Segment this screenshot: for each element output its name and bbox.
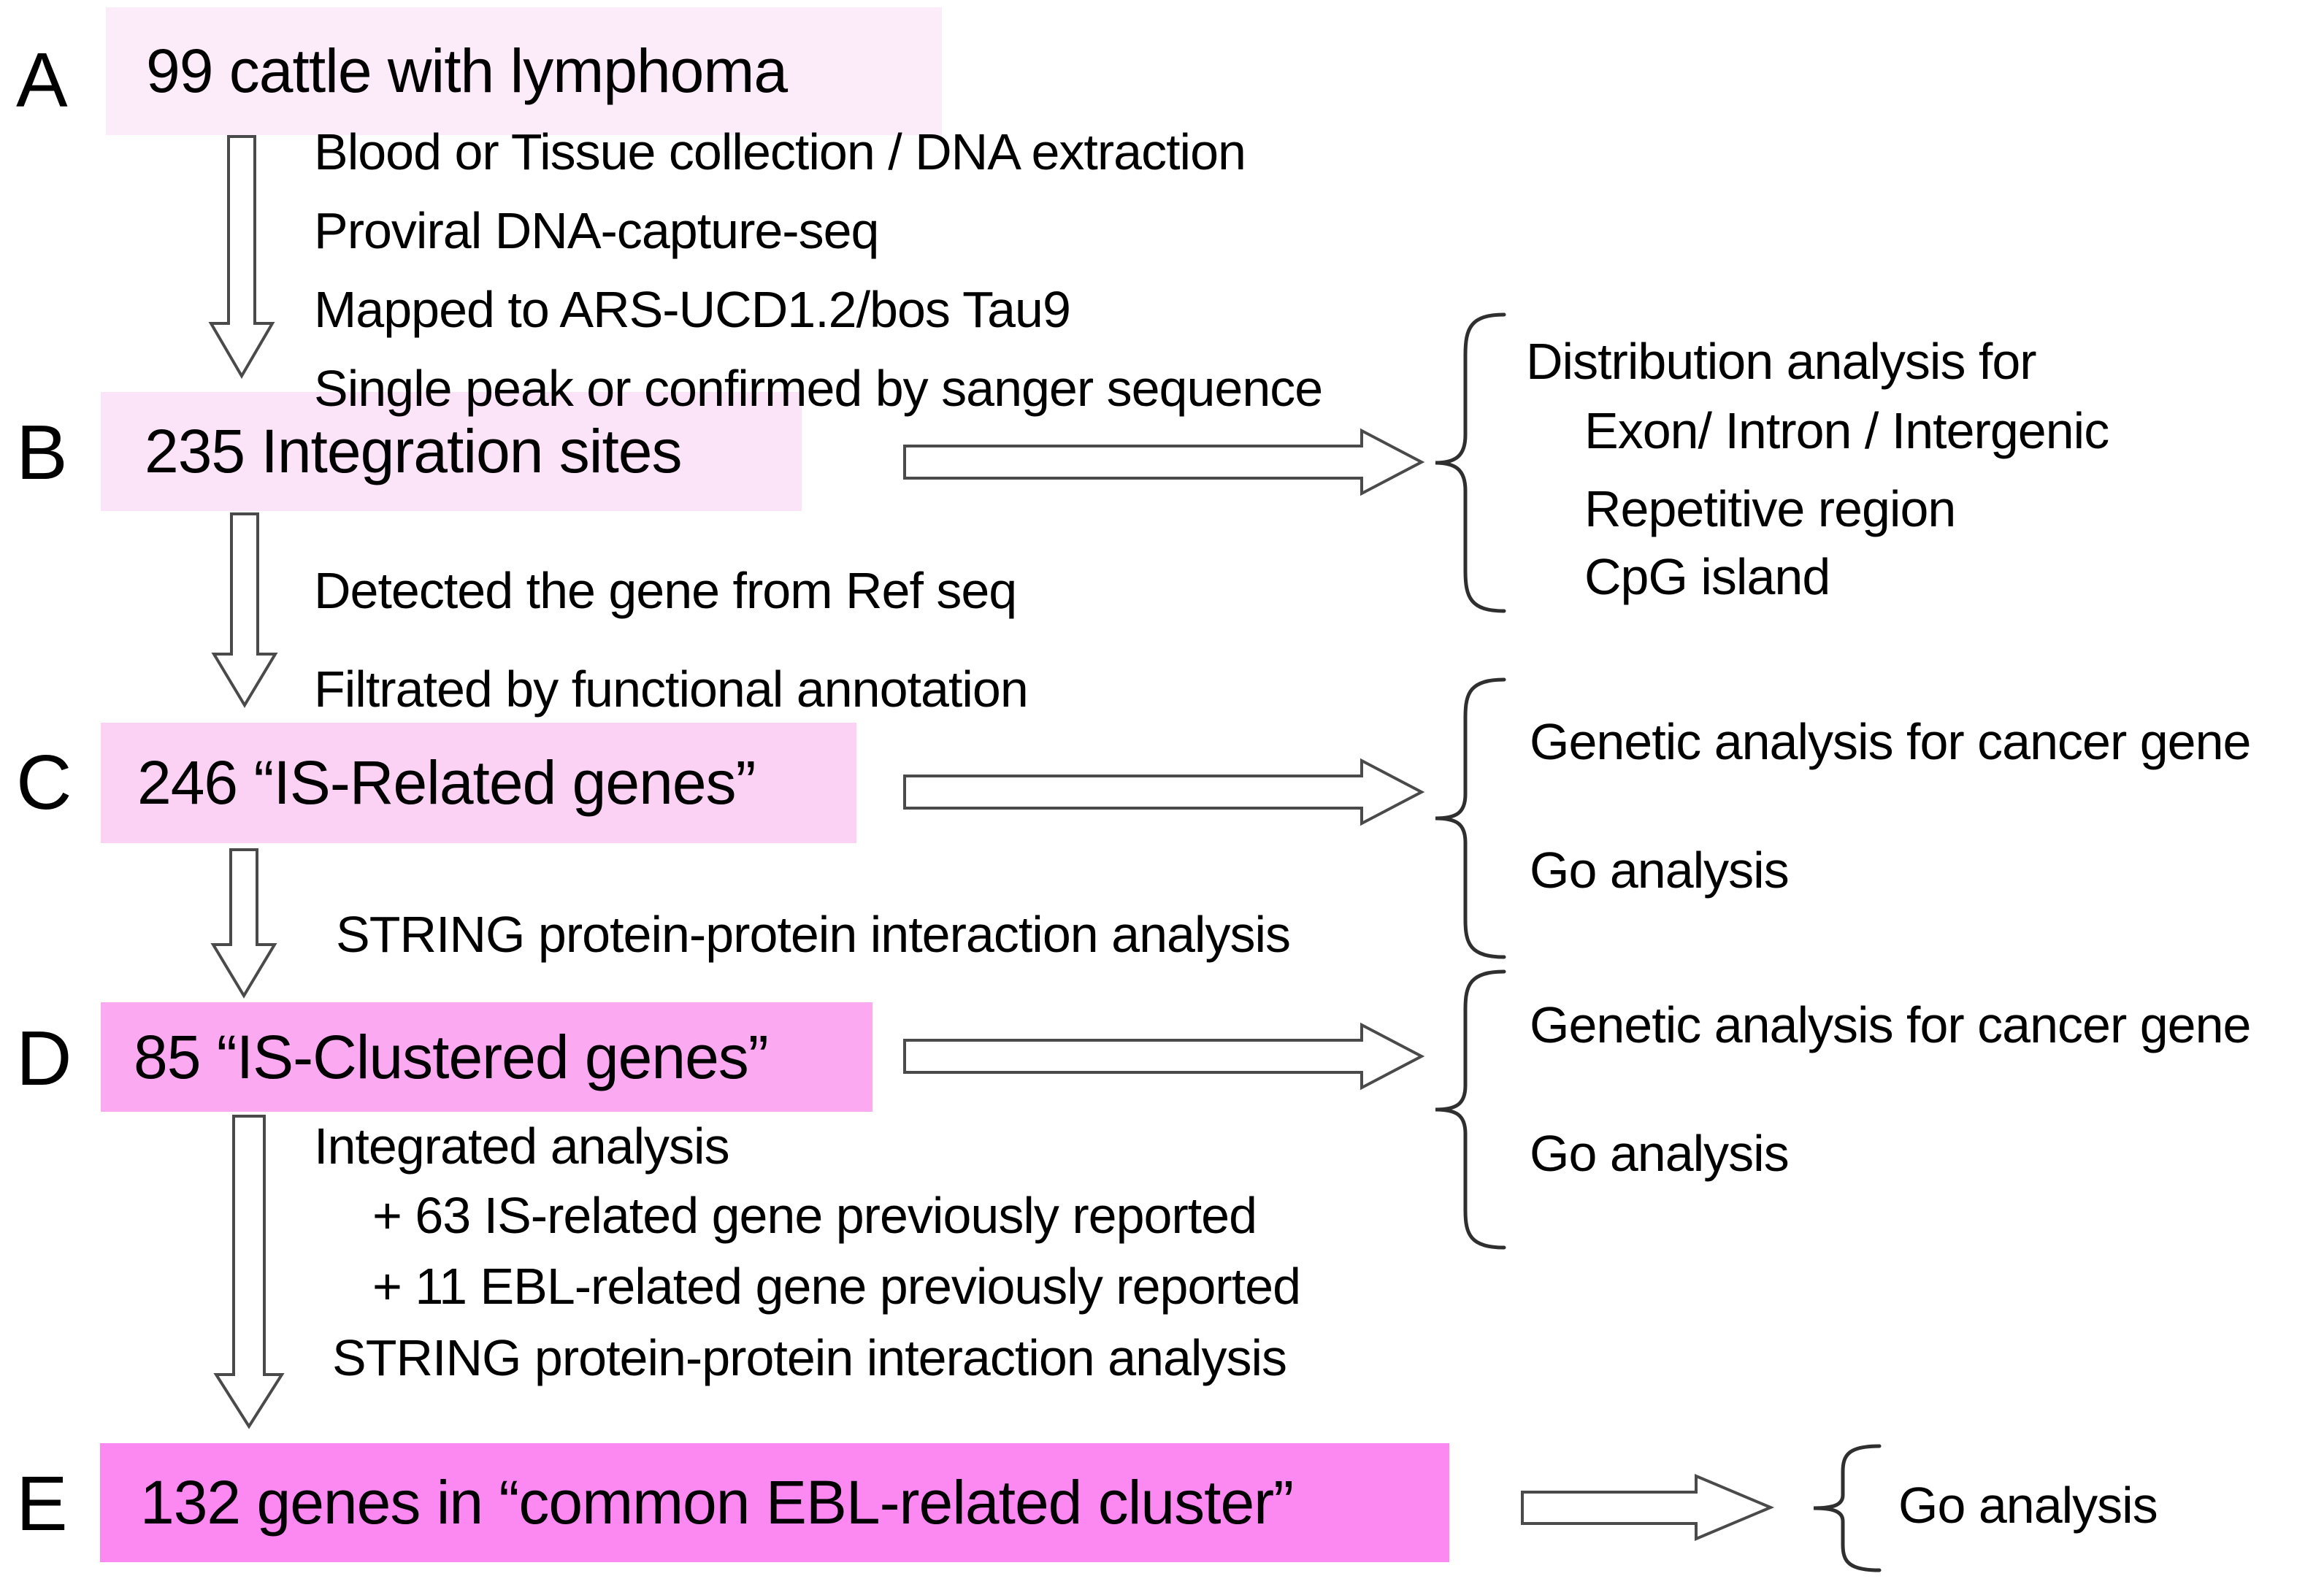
branch-b-item: Exon/ Intron / Intergenic xyxy=(1584,402,2109,459)
stage-box-a: 99 cattle with lymphoma xyxy=(106,7,942,135)
arrow-right-b-icon xyxy=(903,428,1425,496)
stage-box-e-label: 132 genes in “common EBL-related cluster… xyxy=(140,1468,1294,1537)
branch-b-title: Distribution analysis for xyxy=(1526,333,2037,390)
arrow-down-c-to-d-icon xyxy=(210,848,277,999)
stage-box-d: 85 “IS-Clustered genes” xyxy=(101,1002,873,1112)
step-note: STRING protein-protein interaction analy… xyxy=(332,1329,1287,1386)
branch-c-item: Genetic analysis for cancer gene xyxy=(1530,713,2251,770)
branch-d-item: Go analysis xyxy=(1530,1125,1790,1182)
branch-b-item: CpG island xyxy=(1584,548,1830,605)
step-note: Detected the gene from Ref seq xyxy=(314,562,1017,619)
arrow-right-c-icon xyxy=(903,758,1425,826)
stage-box-b: 235 Integration sites xyxy=(101,392,802,511)
arrow-right-d-icon xyxy=(903,1022,1425,1091)
brace-d-icon xyxy=(1435,969,1506,1250)
arrow-down-b-to-c-icon xyxy=(211,512,278,708)
arrow-down-a-to-b-icon xyxy=(208,135,275,379)
stage-box-c-label: 246 “IS-Related genes” xyxy=(137,748,756,817)
stage-box-d-label: 85 “IS-Clustered genes” xyxy=(134,1022,769,1091)
stage-box-c: 246 “IS-Related genes” xyxy=(101,723,856,843)
step-note: STRING protein-protein interaction analy… xyxy=(336,906,1291,963)
arrow-right-e-icon xyxy=(1521,1473,1775,1542)
brace-c-icon xyxy=(1435,677,1506,959)
arrow-down-d-to-e-icon xyxy=(213,1115,285,1429)
stage-box-e: 132 genes in “common EBL-related cluster… xyxy=(100,1443,1449,1562)
stage-box-b-label: 235 Integration sites xyxy=(145,417,682,485)
branch-c-item: Go analysis xyxy=(1530,842,1790,899)
step-note: + 63 IS-related gene previously reported xyxy=(372,1187,1257,1244)
branch-e-item: Go analysis xyxy=(1898,1477,2158,1534)
step-note: Integrated analysis xyxy=(314,1118,730,1175)
stage-letter-c: C xyxy=(16,739,72,826)
stage-box-a-label: 99 cattle with lymphoma xyxy=(146,36,788,105)
stage-letter-d: D xyxy=(16,1015,72,1102)
stage-letter-b: B xyxy=(16,410,68,496)
branch-b-item: Repetitive region xyxy=(1584,480,1956,537)
stage-letter-a: A xyxy=(16,37,68,123)
branch-d-item: Genetic analysis for cancer gene xyxy=(1530,996,2251,1053)
brace-e-icon xyxy=(1813,1444,1882,1572)
step-note: Mapped to ARS-UCD1.2/bos Tau9 xyxy=(314,281,1071,338)
stage-letter-e: E xyxy=(16,1461,68,1547)
step-note: Filtrated by functional annotation xyxy=(314,661,1029,718)
step-note: Single peak or confirmed by sanger seque… xyxy=(314,360,1323,417)
brace-b-icon xyxy=(1435,312,1506,613)
step-note: Proviral DNA-capture-seq xyxy=(314,202,879,259)
step-note: + 11 EBL-related gene previously reporte… xyxy=(372,1258,1301,1315)
step-note: Blood or Tissue collection / DNA extract… xyxy=(314,123,1246,180)
